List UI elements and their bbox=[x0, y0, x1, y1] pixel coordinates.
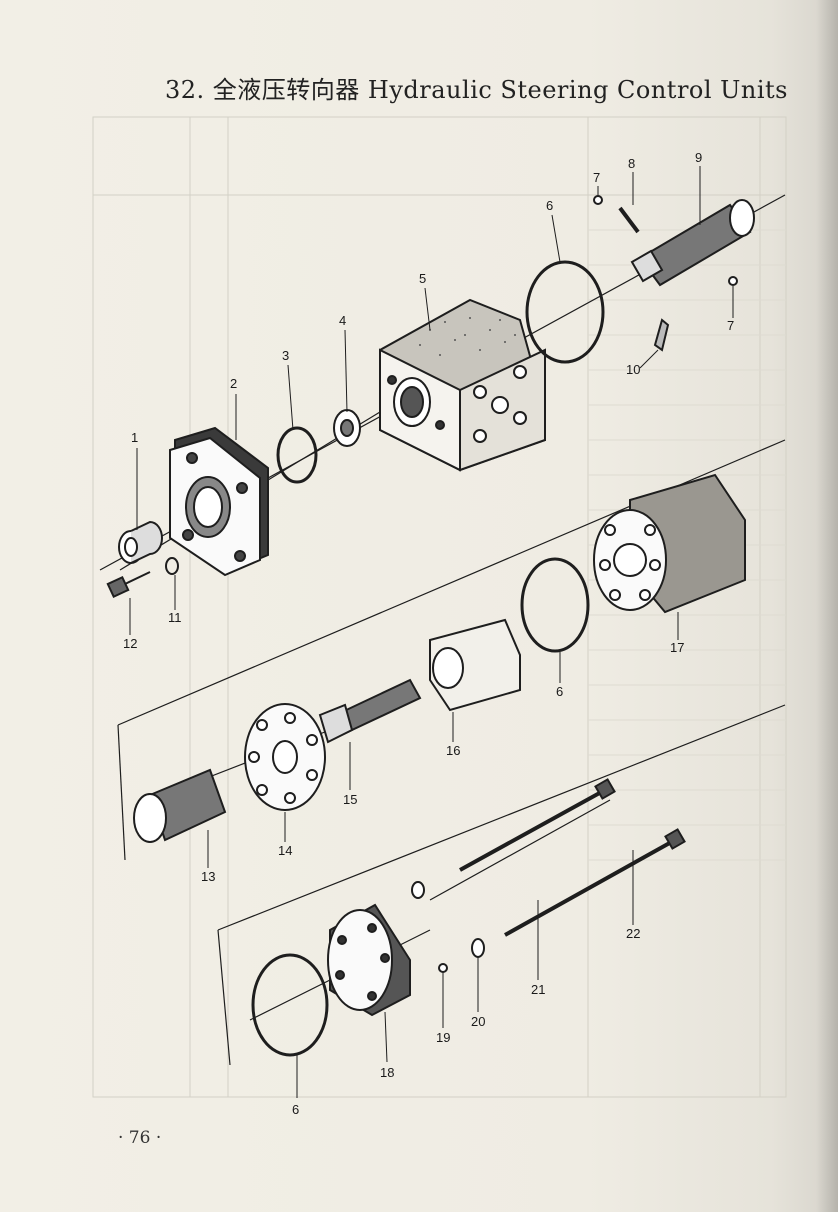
callout-6-bottom: 6 bbox=[292, 1102, 299, 1117]
callout-14: 14 bbox=[278, 843, 292, 858]
front-flange-cover bbox=[169, 426, 269, 577]
long-bolts bbox=[459, 778, 686, 937]
needle-bearing bbox=[118, 520, 163, 564]
callout-12: 12 bbox=[123, 636, 137, 651]
centering-spring bbox=[653, 318, 670, 352]
callout-22: 22 bbox=[626, 926, 640, 941]
distributor-plate bbox=[244, 703, 326, 811]
callout-2: 2 bbox=[230, 376, 237, 391]
callout-9: 9 bbox=[695, 150, 702, 165]
drive-shaft bbox=[318, 678, 422, 744]
callout-7-top: 7 bbox=[593, 170, 600, 185]
bleed-through-table bbox=[92, 116, 787, 1098]
leader-lines bbox=[129, 166, 734, 1098]
callout-8: 8 bbox=[628, 156, 635, 171]
retaining-pins bbox=[593, 195, 738, 286]
callout-21: 21 bbox=[531, 982, 545, 997]
valve-sleeve bbox=[133, 768, 227, 843]
callout-20: 20 bbox=[471, 1014, 485, 1029]
housing-stipple bbox=[419, 317, 516, 356]
page-number: · 76 · bbox=[118, 1128, 162, 1148]
washer-small bbox=[165, 557, 179, 575]
callout-19: 19 bbox=[436, 1030, 450, 1045]
spool-sleeve bbox=[630, 199, 755, 287]
callout-4: 4 bbox=[339, 313, 346, 328]
callout-5: 5 bbox=[419, 271, 426, 286]
valve-housing bbox=[379, 298, 546, 472]
washer-and-ball bbox=[411, 881, 485, 973]
o-ring-3 bbox=[276, 426, 318, 484]
callout-18: 18 bbox=[380, 1065, 394, 1080]
o-ring-6-bottom bbox=[251, 953, 329, 1057]
callout-15: 15 bbox=[343, 792, 357, 807]
callout-7-right: 7 bbox=[727, 318, 734, 333]
bolt-small bbox=[106, 571, 151, 599]
callout-3: 3 bbox=[282, 348, 289, 363]
callout-11: 11 bbox=[168, 610, 182, 625]
callout-1: 1 bbox=[131, 430, 138, 445]
callout-13: 13 bbox=[201, 869, 215, 884]
callout-17: 17 bbox=[670, 640, 684, 655]
gerotor-body bbox=[593, 473, 746, 614]
callout-6-top: 6 bbox=[546, 198, 553, 213]
page-edge-shadow bbox=[816, 0, 838, 1212]
o-ring-6-middle bbox=[520, 557, 590, 653]
callout-10: 10 bbox=[626, 362, 640, 377]
o-ring-6-top bbox=[525, 260, 605, 364]
callout-6-middle: 6 bbox=[556, 684, 563, 699]
thrust-washer bbox=[333, 409, 361, 447]
page-title: 32. 全液压转向器 Hydraulic Steering Control Un… bbox=[165, 76, 788, 104]
end-cover bbox=[327, 903, 411, 1017]
rotor-gear bbox=[429, 618, 521, 712]
callout-16: 16 bbox=[446, 743, 460, 758]
